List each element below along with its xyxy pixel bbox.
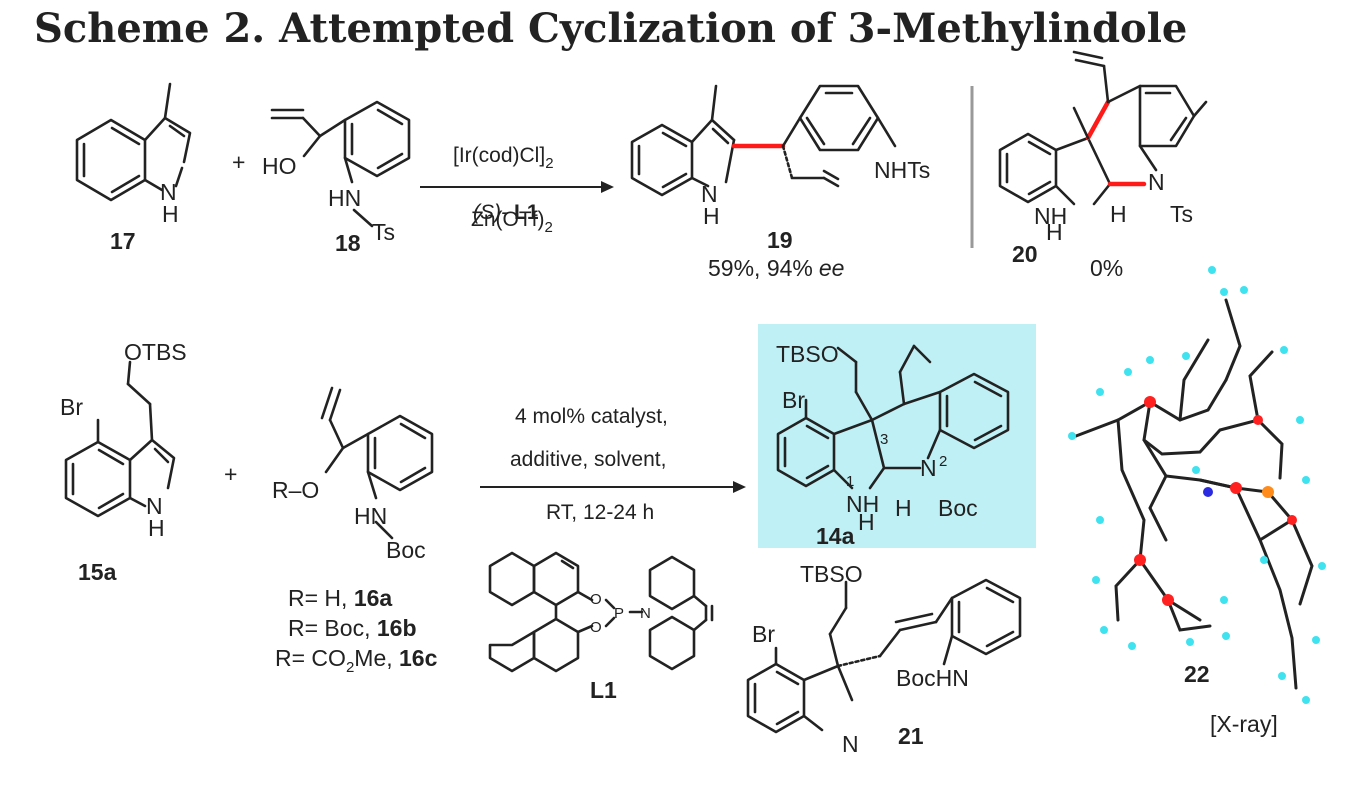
compound-label-19: 19 — [767, 227, 793, 253]
compound-label-20: 20 — [1012, 241, 1038, 267]
hn-label-16: HN — [354, 503, 387, 529]
compound-20-structure: N NH H Ts H — [998, 50, 1208, 245]
r-group-16b: R= Boc, 16b — [288, 615, 417, 641]
xray-structure-22 — [1068, 266, 1326, 704]
compound-label-17: 17 — [110, 228, 136, 254]
br-label-14a: Br — [782, 387, 805, 413]
boc-label-16: Boc — [386, 537, 426, 563]
br-label-21: Br — [752, 621, 775, 647]
compound-label-22: 22 — [1184, 661, 1210, 687]
compound-15a-structure: OTBS Br N H — [60, 339, 187, 541]
r-group-16c: R= CO2Me, 16c — [275, 645, 438, 676]
bottom-reaction-arrow — [480, 481, 746, 493]
ligand-p: P — [614, 605, 624, 622]
r-group-16a: R= H, 16a — [288, 585, 392, 611]
tbso-label-21: TBSO — [800, 561, 863, 587]
ligand-n: N — [640, 605, 651, 622]
ligand-l1-structure: O O P N — [488, 551, 714, 673]
n-label-20: N — [1148, 169, 1165, 195]
hydroxyl-label: HO — [262, 153, 297, 179]
n-label-21: N — [842, 731, 859, 757]
compound-label-21: 21 — [898, 723, 924, 749]
top-condition-3b: Zn(OTf)2 — [471, 208, 553, 236]
indole-h-19: H — [703, 203, 720, 229]
bochn-label-21: BocHN — [896, 665, 969, 691]
compound-label-18: 18 — [335, 230, 361, 256]
otbs-label-15a: OTBS — [124, 339, 187, 365]
amine-label: HN — [328, 185, 361, 211]
compound-17-structure: N H — [75, 82, 192, 227]
top-condition-2: (S)-L1 — [473, 201, 539, 224]
position-1: 1 — [846, 473, 854, 490]
ligand-o1: O — [590, 591, 602, 608]
xray-caption: [X-ray] — [1210, 711, 1278, 737]
compound-18-structure: HO HN Ts — [262, 100, 411, 245]
tbso-label-14a: TBSO — [776, 341, 839, 367]
top-reaction-arrow — [420, 181, 614, 193]
nh-h-label-14a: H — [858, 509, 875, 535]
br-label-15a: Br — [60, 394, 83, 420]
product-highlight-box — [758, 324, 1036, 548]
h-label-20: H — [1110, 201, 1127, 227]
bottom-condition-2: additive, solvent, — [510, 448, 666, 471]
ts-label-20: Ts — [1170, 201, 1193, 227]
scheme-title: Scheme 2. Attempted Cyclization of 3-Met… — [34, 5, 1187, 52]
position-2: 2 — [939, 453, 947, 470]
position-3: 3 — [880, 431, 888, 448]
compound-label-l1: L1 — [590, 677, 617, 703]
indole-n-19: N — [701, 181, 718, 207]
boc-label-14a: Boc — [938, 495, 978, 521]
plus-sign-top: + — [232, 149, 245, 175]
nh-label-20: NH — [1034, 203, 1067, 229]
ligand-o2: O — [590, 619, 602, 636]
plus-sign-bottom: + — [224, 461, 237, 487]
compound-16-structure: R–O HN Boc — [272, 386, 434, 563]
nh-label-14a: NH — [846, 491, 879, 517]
yield-20: 0% — [1090, 255, 1123, 281]
compound-label-14a: 14a — [816, 523, 855, 549]
top-condition-1: [Ir(cod)Cl]2 — [453, 144, 554, 172]
compound-14a-structure: TBSO Br 3 1 NH H N 2 H Boc — [776, 341, 1010, 535]
compound-19-structure: N H NHTs — [630, 84, 930, 229]
h-label-14a: H — [895, 495, 912, 521]
n-label-14a: N — [920, 455, 937, 481]
nhts-label-19: NHTs — [874, 157, 930, 183]
n-label-15a: N — [146, 493, 163, 519]
h-label-15a: H — [148, 515, 165, 541]
bottom-condition-3: RT, 12-24 h — [546, 501, 654, 524]
compound-label-15a: 15a — [78, 559, 117, 585]
compound-21-structure: TBSO Br BocHN N — [746, 561, 1022, 757]
indole-n: N — [160, 179, 177, 205]
r-o-label: R–O — [272, 477, 319, 503]
yield-19: 59%, 94%ee — [708, 255, 844, 281]
tosyl-label: Ts — [372, 219, 395, 245]
bottom-condition-1: 4 mol% catalyst, — [515, 405, 668, 428]
nh-h-label-20: H — [1046, 219, 1063, 245]
indole-h: H — [162, 201, 179, 227]
